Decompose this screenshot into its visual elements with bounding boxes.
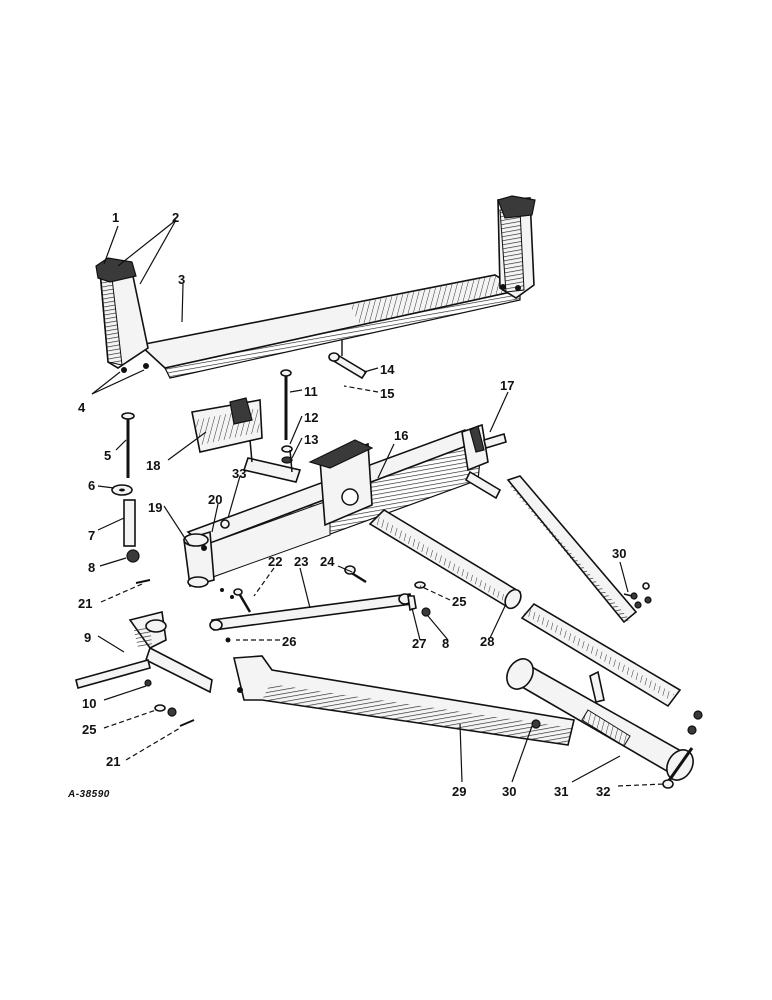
callout-30: 30 xyxy=(612,546,626,561)
callout-29: 29 xyxy=(452,784,466,799)
callout-labels: 1 2 3 4 5 6 7 8 8 9 10 11 12 13 14 15 16… xyxy=(78,210,626,799)
callout-12: 12 xyxy=(304,410,318,425)
callout-19: 19 xyxy=(148,500,162,515)
brace-channel xyxy=(506,475,638,624)
bracket-18 xyxy=(191,397,302,483)
callout-31: 31 xyxy=(554,784,568,799)
callout-32: 32 xyxy=(596,784,610,799)
bolt-11 xyxy=(280,369,293,464)
main-beam-16 xyxy=(183,423,507,588)
callout-16: 16 xyxy=(394,428,408,443)
callout-28: 28 xyxy=(480,634,494,649)
callout-10: 10 xyxy=(82,696,96,711)
callout-21b: 21 xyxy=(106,754,120,769)
callout-11: 11 xyxy=(304,384,318,399)
callout-25b: 25 xyxy=(82,722,96,737)
front-frame xyxy=(95,195,536,379)
callout-13: 13 xyxy=(304,432,318,447)
callout-1: 1 xyxy=(112,210,119,225)
callout-30b: 30 xyxy=(502,784,516,799)
callout-17: 17 xyxy=(500,378,514,393)
leader-lines xyxy=(91,219,665,787)
small-hardware xyxy=(220,565,431,617)
callout-3: 3 xyxy=(178,272,185,287)
callout-15: 15 xyxy=(380,386,394,401)
hardware-30-right xyxy=(623,582,652,609)
callout-4: 4 xyxy=(78,400,86,415)
callout-22: 22 xyxy=(268,554,282,569)
spindle-9 xyxy=(75,579,213,727)
callout-6: 6 xyxy=(88,478,95,493)
callout-25: 25 xyxy=(452,594,466,609)
pin-14 xyxy=(328,340,368,380)
callout-5: 5 xyxy=(104,448,111,463)
callout-18: 18 xyxy=(146,458,160,473)
callout-23: 23 xyxy=(294,554,308,569)
callout-33: 33 xyxy=(232,466,246,481)
callout-27: 27 xyxy=(412,636,426,651)
callout-7: 7 xyxy=(88,528,95,543)
callout-2: 2 xyxy=(172,210,179,225)
callout-20: 20 xyxy=(208,492,222,507)
tie-rod-23 xyxy=(209,593,413,643)
callout-24: 24 xyxy=(320,554,335,569)
callout-8: 8 xyxy=(88,560,95,575)
bolt-32 xyxy=(662,710,703,789)
bolt-5-stack xyxy=(111,412,140,563)
tube-28 xyxy=(368,508,522,610)
callout-8b: 8 xyxy=(442,636,449,651)
tube-lower xyxy=(520,602,682,708)
callout-26: 26 xyxy=(282,634,296,649)
callout-9: 9 xyxy=(84,630,91,645)
arm-29 xyxy=(233,655,575,746)
figure-reference: A-38590 xyxy=(67,789,110,800)
callout-14: 14 xyxy=(380,362,395,377)
callout-21: 21 xyxy=(78,596,92,611)
